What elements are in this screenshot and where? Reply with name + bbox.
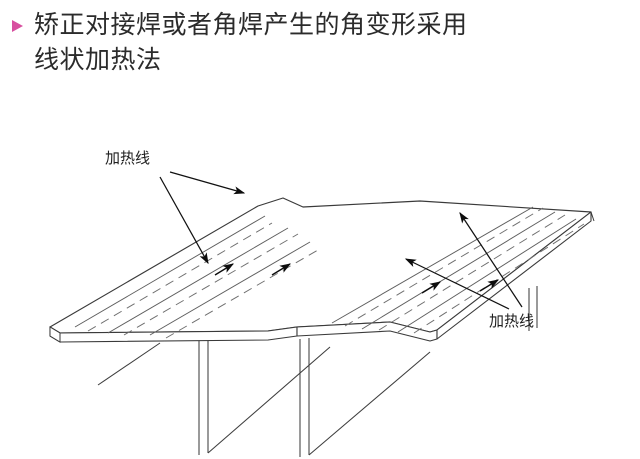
plate-far-right-corner — [590, 211, 595, 222]
bullet-wrapper — [0, 8, 34, 32]
slide-title-block: 矫正对接焊或者角焊产生的角变形采用 线状加热法 — [0, 8, 620, 78]
plate-left-edge — [49, 326, 61, 343]
plate-guide-line — [149, 241, 311, 336]
heating-direction-arrow — [479, 279, 499, 292]
heating-line-dashed — [87, 222, 273, 332]
callout-right: 加热线 — [404, 211, 534, 330]
leader-line — [159, 176, 209, 265]
heating-line-dashed — [123, 233, 299, 336]
heating-lines-left — [74, 215, 319, 339]
heating-line-label-left: 加热线 — [105, 149, 150, 167]
leader-line — [404, 258, 510, 310]
stiffener-rib-right — [528, 286, 538, 331]
leader-line — [459, 211, 523, 308]
plate-guide-line — [331, 206, 534, 324]
stiffener-rib-left — [198, 337, 331, 455]
heating-direction-arrow — [421, 281, 441, 294]
heating-line-dashed — [378, 214, 566, 331]
stiffener-ribs — [97, 286, 538, 457]
heating-direction-arrow — [214, 263, 234, 276]
heating-direction-arrow — [271, 263, 291, 276]
heating-line-dashed — [413, 223, 585, 334]
leader-line — [169, 171, 246, 195]
rib-plane-diagonal — [97, 342, 161, 386]
heating-line-dashed — [344, 207, 544, 327]
stiffener-rib-center — [299, 338, 431, 457]
plate-guide-line — [397, 218, 577, 333]
plate-right-edge — [436, 211, 592, 340]
page-title: 矫正对接焊或者角焊产生的角变形采用 线状加热法 — [34, 12, 468, 74]
plate-guide-line — [74, 215, 266, 328]
heating-line-label-right: 加热线 — [489, 312, 534, 330]
heating-lines-right — [331, 206, 585, 334]
callout-left: 加热线 — [105, 149, 246, 265]
plate-guide-line — [107, 227, 289, 334]
line-heating-diagram: 加热线 加热线 — [49, 149, 595, 457]
triangle-right-bullet-icon — [11, 20, 23, 32]
plate-guide-line — [361, 211, 556, 330]
